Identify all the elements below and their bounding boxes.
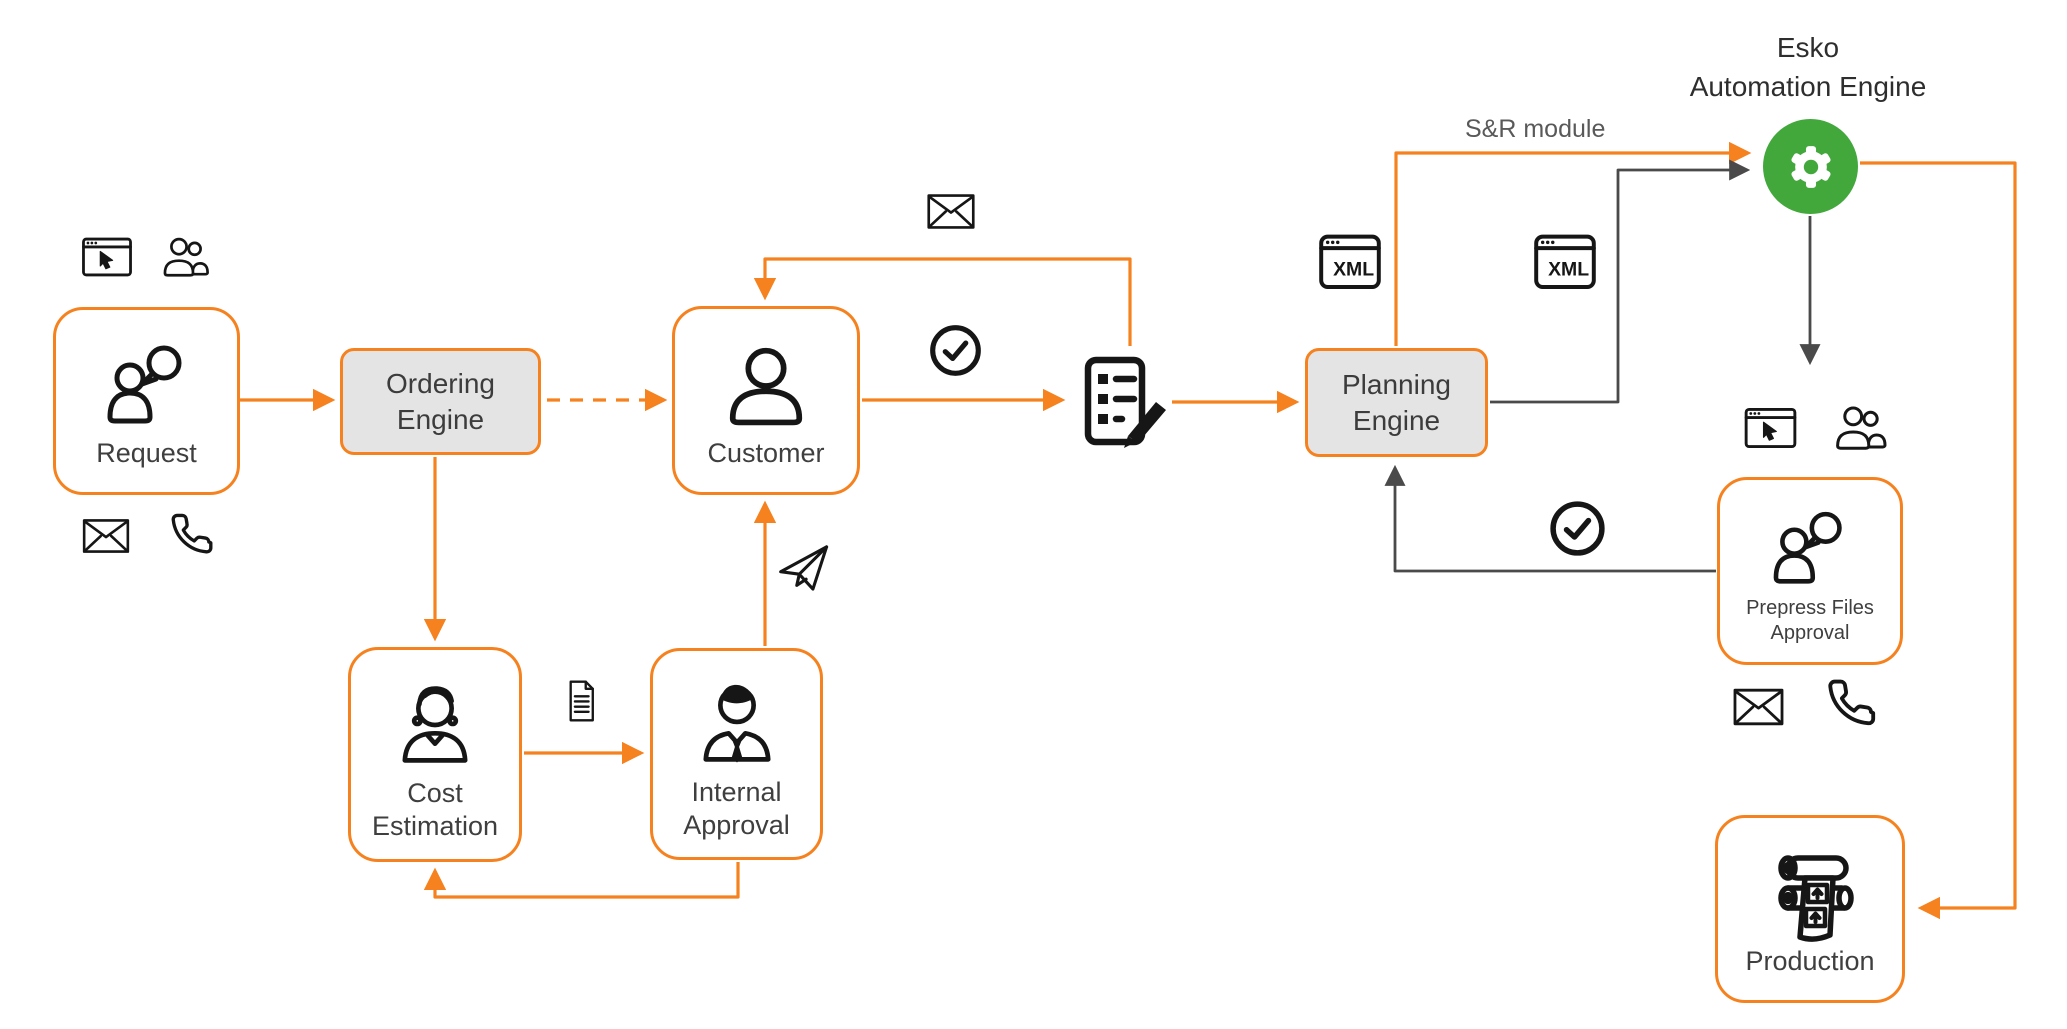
node-cost-estimation: Cost Estimation <box>348 647 522 862</box>
node-internal-approval: Internal Approval <box>650 648 823 860</box>
paper-plane-icon <box>772 537 834 599</box>
arrow-internalapproval-feedback-to-costestimation <box>423 862 740 899</box>
node-internal-approval-label: Internal Approval <box>683 777 790 840</box>
check-circle-icon <box>927 322 984 379</box>
node-planning-engine-label: Planning Engine <box>1342 368 1451 436</box>
node-request: Request <box>53 307 240 495</box>
envelope-icon <box>917 185 985 238</box>
arrow-esko-to-production <box>1860 161 2017 920</box>
node-cost-estimation-label: Cost Estimation <box>371 777 499 841</box>
sr-module-label: S&R module <box>1465 115 1606 143</box>
node-customer-label: Customer <box>707 438 825 469</box>
arrow-planning-xml-to-esko <box>1490 159 1751 404</box>
arrow-orderform-email-to-customer <box>753 257 1132 346</box>
node-request-label: Request <box>96 437 197 468</box>
browser-cursor-icon <box>73 229 141 285</box>
print-rollers-icon <box>1757 845 1863 945</box>
person-female-icon <box>383 673 487 777</box>
node-ordering-engine: Ordering Engine <box>340 348 541 455</box>
esko-automation-engine-title: Esko Automation Engine <box>1689 32 1927 103</box>
xml-text: XML <box>1333 259 1374 281</box>
person-tie-icon <box>685 672 789 776</box>
person-chat-icon <box>97 337 197 437</box>
envelope-icon <box>73 510 139 562</box>
xml-text: XML <box>1548 259 1589 281</box>
arrow-planning-to-esko-sr <box>1394 141 1752 346</box>
phone-icon <box>166 506 222 564</box>
document-icon <box>558 671 605 731</box>
node-planning-engine: Planning Engine <box>1305 348 1488 457</box>
node-prepress-label: Prepress Files Approval <box>1746 597 1874 644</box>
esko-gear-badge <box>1763 119 1858 214</box>
gear-icon <box>1775 131 1847 203</box>
node-ordering-engine-label: Ordering Engine <box>386 367 495 435</box>
browser-cursor-icon <box>1736 399 1805 457</box>
person-chat-icon <box>1764 504 1856 596</box>
phone-icon <box>1822 671 1886 737</box>
people-icon <box>1822 399 1900 459</box>
check-circle-icon <box>1547 498 1608 559</box>
node-production-label: Production <box>1745 945 1875 976</box>
node-customer: Customer <box>672 306 860 495</box>
xml-browser-icon: XML <box>1314 228 1386 300</box>
person-icon <box>714 333 818 437</box>
envelope-icon <box>1722 679 1795 735</box>
node-prepress-files-approval: Prepress Files Approval <box>1717 477 1903 665</box>
people-icon <box>157 231 215 285</box>
order-form-pencil-icon <box>1072 346 1172 458</box>
arrow-prepress-to-planning <box>1384 464 1716 573</box>
node-production: Production <box>1715 815 1905 1003</box>
xml-browser-icon: XML <box>1529 228 1601 300</box>
